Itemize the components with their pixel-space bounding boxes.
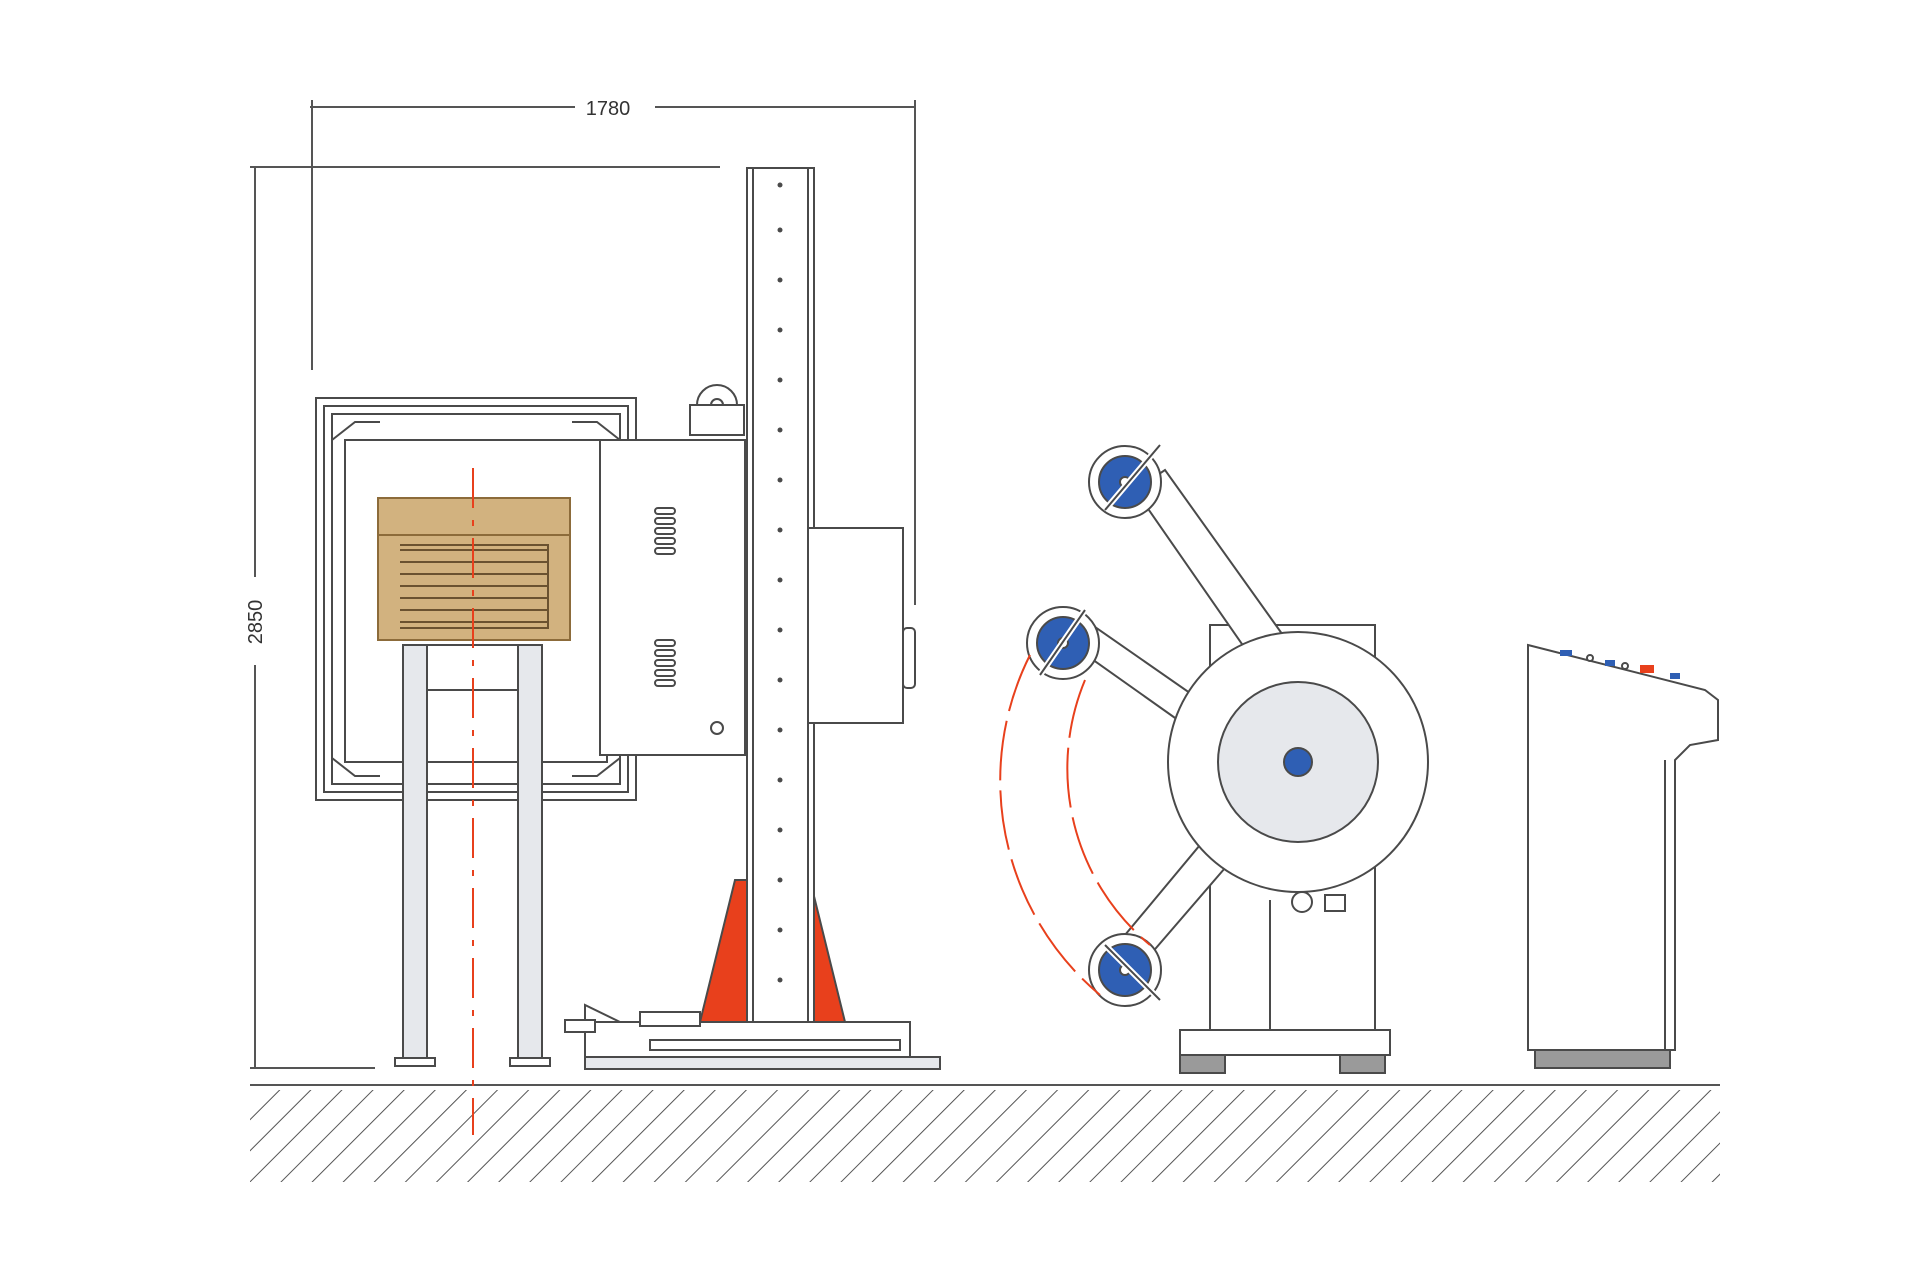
width-dimension-label: 1780 (586, 98, 631, 120)
roller-top (1088, 443, 1163, 519)
stand-foot-right (1339, 1054, 1386, 1074)
ground (250, 1084, 1720, 1182)
control-console (1527, 643, 1719, 1069)
roller-middle (1026, 606, 1100, 680)
height-dimension-label: 2850 (245, 600, 267, 645)
reel-hub (1283, 747, 1313, 777)
console-base (1534, 1049, 1671, 1069)
stand-foot-left (1179, 1054, 1226, 1074)
reel-stand (1026, 443, 1429, 1074)
dimension-height: 2850 (245, 166, 720, 1069)
swing-arc-inner (1066, 679, 1151, 946)
roller-bottom (1088, 933, 1163, 1007)
vent-grille-top (654, 507, 676, 555)
column-holes (777, 182, 783, 983)
dimension-width: 1780 (310, 98, 916, 605)
rotating-frame (315, 384, 754, 1067)
vent-grille-bottom (654, 639, 676, 687)
swing-arc-outer (999, 654, 1101, 996)
column-hoist (564, 167, 941, 1070)
